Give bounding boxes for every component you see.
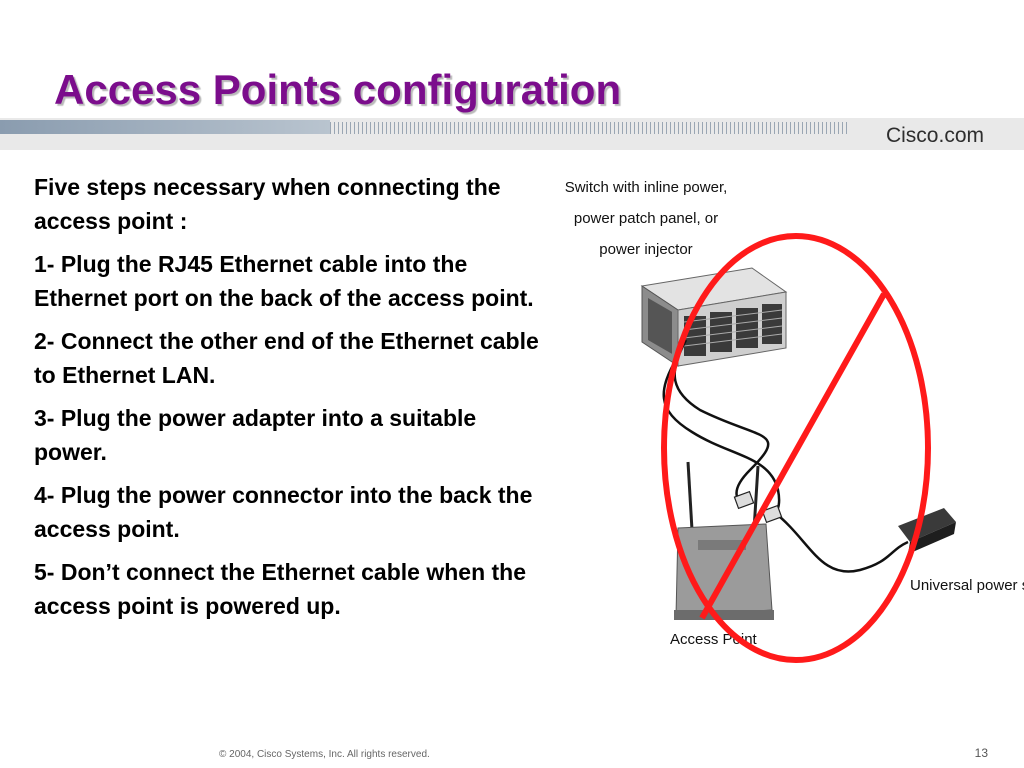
switch-label-line-3: power injector bbox=[599, 241, 692, 258]
diagram-svg: Switch with inline power, power patch pa… bbox=[565, 179, 1024, 663]
slide-title: Access Points configuration bbox=[54, 66, 622, 113]
steps-intro: Five steps necessary when connecting the… bbox=[34, 174, 501, 234]
connection-diagram: Switch with inline power, power patch pa… bbox=[560, 170, 1024, 670]
step-4: 4- Plug the power connector into the bac… bbox=[34, 482, 533, 542]
header-bar-solid bbox=[0, 120, 330, 134]
access-point-icon bbox=[674, 461, 774, 620]
switch-icon bbox=[640, 267, 788, 367]
prohibited-icon bbox=[661, 233, 931, 663]
step-1: 1- Plug the RJ45 Ethernet cable into the… bbox=[34, 251, 534, 311]
rj45-connector-icon bbox=[733, 490, 783, 524]
cisco-logo: Cisco.com bbox=[885, 124, 984, 147]
copyright-footer: © 2004, Cisco Systems, Inc. All rights r… bbox=[219, 749, 430, 760]
switch-label-line-1: Switch with inline power, bbox=[565, 179, 728, 196]
ethernet-cable-1 bbox=[673, 339, 770, 502]
steps-text: Five steps necessary when connecting the… bbox=[34, 170, 554, 632]
power-supply-label: Universal power sup bbox=[910, 577, 1024, 594]
step-3: 3- Plug the power adapter into a suitabl… bbox=[34, 405, 477, 465]
step-5: 5- Don’t connect the Ethernet cable when… bbox=[34, 559, 527, 619]
power-supply-icon bbox=[898, 508, 956, 554]
page-number: 13 bbox=[974, 746, 988, 760]
header-bar: Cisco.com bbox=[0, 118, 1024, 150]
switch-label-line-2: power patch panel, or bbox=[574, 210, 718, 227]
power-cable bbox=[773, 511, 909, 573]
header-bar-stripes bbox=[330, 122, 850, 134]
step-2: 2- Connect the other end of the Ethernet… bbox=[34, 328, 539, 388]
